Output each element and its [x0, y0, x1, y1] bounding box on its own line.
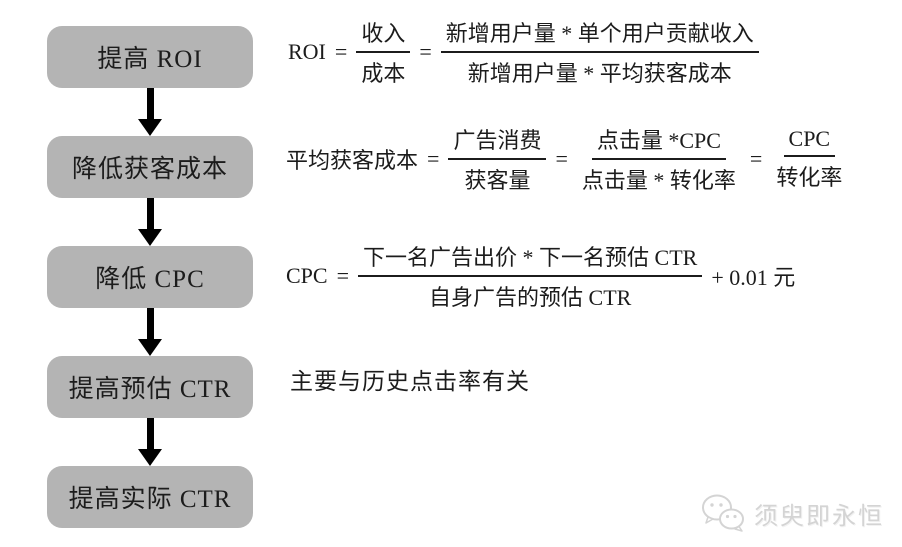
wechat-chat-bubbles-icon — [700, 493, 746, 533]
estimated-ctr-note: 主要与历史点击率有关 — [290, 364, 530, 394]
arrow-down-icon — [138, 198, 162, 246]
flow-step-improve-actual-ctr: 提高实际 CTR — [47, 466, 253, 528]
flow-step-label: 提高 ROI — [97, 46, 203, 73]
arrow-stem — [146, 198, 154, 230]
fraction-numerator: 新增用户量 * 单个用户贡献收入 — [440, 16, 759, 53]
flow-step-label: 提高实际 CTR — [68, 486, 232, 513]
fraction-denominator: 自身广告的预估 CTR — [429, 285, 632, 310]
formula-lhs: ROI — [288, 39, 326, 64]
arrow-head — [138, 119, 162, 136]
formula-lhs: CPC — [286, 263, 328, 288]
fraction-numerator: 广告消费 — [448, 123, 547, 160]
arrow-down-icon — [138, 418, 162, 466]
note-text: 主要与历史点击率有关 — [290, 369, 530, 394]
fraction-numerator: 下一名广告出价 * 下一名预估 CTR — [358, 240, 703, 277]
equals-sign: = — [555, 146, 568, 171]
fraction: 新增用户量 * 单个用户贡献收入 新增用户量 * 平均获客成本 — [440, 16, 759, 88]
fraction-denominator: 新增用户量 * 平均获客成本 — [467, 61, 732, 86]
arrow-stem — [146, 88, 154, 120]
flow-step-improve-roi: 提高 ROI — [47, 26, 253, 88]
arrow-down-icon — [138, 308, 162, 356]
watermark: 须臾即永恒 — [700, 493, 884, 533]
equals-sign: = — [336, 263, 350, 288]
equals-sign: = — [334, 39, 348, 64]
arrow-down-icon — [138, 88, 162, 136]
equals-sign: = — [749, 146, 763, 171]
equals-sign: = — [419, 39, 432, 64]
fraction-denominator: 成本 — [361, 61, 406, 86]
formula-suffix: + 0.01 元 — [711, 265, 796, 290]
fraction: 下一名广告出价 * 下一名预估 CTR 自身广告的预估 CTR — [358, 240, 703, 312]
formula-lhs: 平均获客成本 — [286, 148, 419, 173]
formula-roi: ROI = 收入 成本 = 新增用户量 * 单个用户贡献收入 新增用户量 * 平… — [288, 18, 759, 86]
arrow-stem — [146, 418, 154, 450]
arrow-stem — [146, 308, 154, 340]
fraction: CPC 转化率 — [771, 126, 847, 192]
fraction-numerator: 收入 — [356, 16, 411, 53]
fraction-denominator: 点击量 * 转化率 — [581, 168, 736, 193]
fraction-denominator: 转化率 — [776, 165, 843, 190]
fraction: 广告消费 获客量 — [448, 123, 547, 195]
formula-acquisition-cost: 平均获客成本 = 广告消费 获客量 = 点击量 *CPC 点击量 * 转化率 =… — [286, 124, 847, 194]
formula-cpc: CPC = 下一名广告出价 * 下一名预估 CTR 自身广告的预估 CTR + … — [286, 240, 795, 312]
arrow-head — [138, 229, 162, 246]
arrow-head — [138, 449, 162, 466]
flow-step-lower-acquisition-cost: 降低获客成本 — [47, 136, 253, 198]
flow-step-lower-cpc: 降低 CPC — [47, 246, 253, 308]
fraction: 点击量 *CPC 点击量 * 转化率 — [577, 123, 741, 195]
flow-step-label: 提高预估 CTR — [68, 376, 232, 403]
watermark-text: 须臾即永恒 — [754, 503, 884, 530]
fraction-denominator: 获客量 — [464, 168, 531, 193]
flow-step-label: 降低获客成本 — [71, 156, 228, 183]
flow-step-improve-estimated-ctr: 提高预估 CTR — [47, 356, 253, 418]
fraction-numerator: 点击量 *CPC — [591, 123, 726, 160]
arrow-head — [138, 339, 162, 356]
flow-step-label: 降低 CPC — [95, 266, 205, 293]
fraction-numerator: CPC — [783, 126, 836, 157]
fraction: 收入 成本 — [356, 16, 411, 88]
equals-sign: = — [427, 146, 440, 171]
